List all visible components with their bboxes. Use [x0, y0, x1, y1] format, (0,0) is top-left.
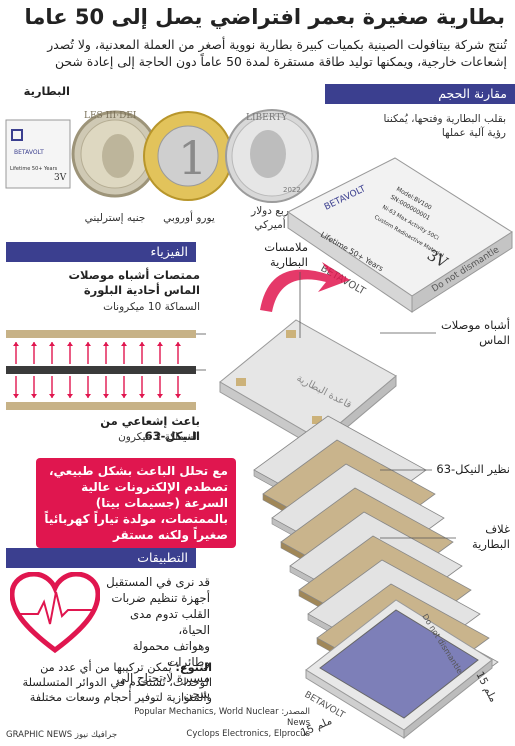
diversity-label: التنوع:: [175, 661, 212, 674]
absorber-plate-top: [6, 330, 196, 338]
label-casing: غلاف البطارية: [471, 522, 510, 551]
beta-arrow-head: [139, 394, 145, 398]
absorber-plate-bottom: [6, 402, 196, 410]
beta-arrow-head: [139, 342, 145, 346]
coin-comparison-illustration: BETAVOLT Lifetime 50+ Years 3V LES III·D…: [5, 109, 319, 203]
flip-arrow-icon: [260, 262, 350, 312]
diversity-text: يُمكن تركيبها من أي عدد من الوحدات، تُست…: [22, 661, 212, 704]
small-battery-brand: BETAVOLT: [14, 149, 44, 156]
absorbers-title: ممتصات أشباه موصلات الماس أحادية البلورة: [68, 268, 200, 297]
emitter-plate: [6, 366, 196, 374]
beta-arrow-head: [31, 342, 37, 346]
application-item: وهواتف محمولة وطائرات: [132, 639, 210, 669]
beta-arrow-head: [49, 394, 55, 398]
physics-diagram: [6, 330, 206, 410]
beta-arrow-head: [103, 342, 109, 346]
coin-label-quarter: ربع دولار أميركي: [251, 205, 289, 231]
beta-arrow-head: [85, 394, 91, 398]
source-credit: المصدر: Popular Mechanics, World Nuclear…: [110, 707, 310, 740]
source-line-1: المصدر: Popular Mechanics, World Nuclear…: [134, 707, 310, 728]
application-item: أجهزة تنظيم ضربات: [111, 591, 210, 605]
beta-arrow-head: [49, 342, 55, 346]
coin-label-euro: يورو أوروبي: [163, 212, 215, 224]
applications-list: قد نرى في المستقبل أجهزة تنظيم ضربات القلب…: [100, 574, 210, 702]
battery-top-view: BETAVOLT Model:BV100 SN:000000001 Ni-63 …: [287, 157, 513, 313]
battery-label: البطارية: [23, 84, 70, 98]
beta-arrow-head: [121, 342, 127, 346]
physics-callout: مع تحلل الباعث بشكل طبيعي، تصطدم الإلكتر…: [36, 458, 236, 548]
label-contacts: ملامسات البطارية: [264, 240, 308, 269]
coin-label-pound: جنيه إسترليني: [84, 212, 146, 224]
source-line-2: Cyclops Electronics, Elprocus: [186, 729, 310, 739]
beta-arrow-head: [67, 342, 73, 346]
label-diamond: أشباه موصلات الماس: [440, 318, 510, 347]
diversity-note: التنوع: يُمكن تركيبها من أي عدد من الوحد…: [6, 660, 212, 705]
emitter-title: باعث إشعاعي من النيكل-63: [100, 414, 200, 443]
beta-arrow-head: [157, 342, 163, 346]
applications-heading: التطبيقات: [6, 548, 196, 568]
page-subtitle: تُنتج شركة بيتافولت الصينية بكميات كبيرة…: [47, 37, 507, 69]
beta-arrow-head: [103, 394, 109, 398]
beta-particle-arrows: [13, 342, 181, 398]
flip-note: بقلب البطارية وفتحها، يُمكننا رؤية آلية …: [383, 113, 506, 139]
applications-heading-text: التطبيقات: [137, 550, 188, 565]
small-battery-voltage: 3V: [54, 173, 67, 183]
heart-pacemaker-icon: [10, 572, 100, 654]
absorbers-thickness: السماكة 10 ميكرونات: [103, 301, 200, 313]
physics-heading-text: الفيزياء: [150, 244, 188, 259]
small-battery-icon: BETAVOLT Lifetime 50+ Years 3V: [5, 119, 71, 189]
quarter-coin: LIBERTY 2022: [225, 109, 319, 203]
beta-arrow-head: [13, 342, 19, 346]
euro-coin-value: 1: [178, 131, 207, 185]
euro-coin: 1: [143, 111, 233, 201]
page-title: بطارية صغيرة بعمر افتراضي يصل إلى 50 عام…: [24, 5, 505, 29]
pound-coin: LES III·DEI: [71, 110, 159, 198]
beta-arrow-head: [121, 394, 127, 398]
application-item: مسيرة لا تحتاج إلى شحن: [116, 671, 210, 701]
exploded-battery-diagram: BETAVOLT Model:BV100 SN:000000001 Ni-63 …: [219, 157, 513, 740]
battery-casing: BETAVOLT Do not dismantle: [303, 599, 493, 740]
quarter-coin-top-text: LIBERTY: [246, 113, 288, 123]
pound-coin-rim-text: LES III·DEI: [84, 111, 137, 121]
beta-arrow-head: [175, 394, 181, 398]
size-comparison-heading-text: مقارنة الحجم: [438, 86, 507, 101]
beta-arrow-head: [85, 342, 91, 346]
agency-credit: GRAPHIC NEWS جرافيك نيوز: [6, 730, 118, 740]
beta-arrow-head: [157, 394, 163, 398]
size-comparison-heading: مقارنة الحجم: [325, 84, 515, 104]
physics-heading: الفيزياء: [6, 242, 196, 262]
label-nickel: نظير النيكل-63: [436, 462, 510, 476]
beta-arrow-head: [175, 342, 181, 346]
small-battery-lifetime: Lifetime 50+ Years: [10, 166, 58, 172]
beta-arrow-head: [31, 394, 37, 398]
application-item: قد نرى في المستقبل: [106, 575, 210, 589]
quarter-coin-year: 2022: [283, 186, 301, 194]
beta-arrow-head: [67, 394, 73, 398]
application-item: القلب تدوم مدى الحياة،: [129, 607, 210, 637]
emitter-thickness: السماكة 2 ميكرون: [118, 431, 200, 443]
beta-arrow-head: [13, 394, 19, 398]
